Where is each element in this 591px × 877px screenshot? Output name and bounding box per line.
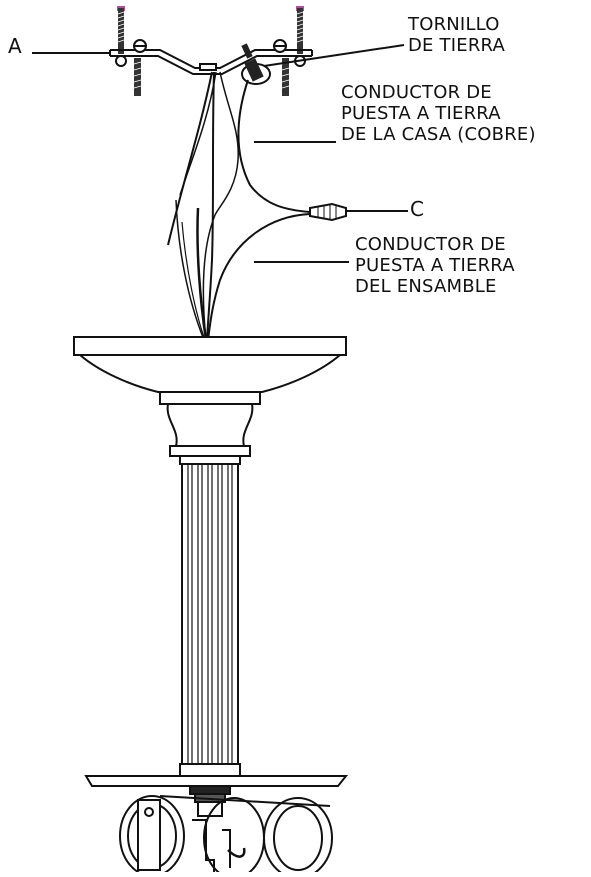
house-ground-label-line: DE LA CASA (COBRE) (341, 124, 536, 145)
ground-screw-label: TORNILLO DE TIERRA (408, 14, 505, 56)
house-ground-label-line: CONDUCTOR DE (341, 82, 492, 103)
callout-c: C (410, 197, 425, 221)
fixture-ground-label-line: CONDUCTOR DE (355, 234, 506, 255)
mounting-screw-right (296, 6, 304, 54)
leader-lines (32, 44, 408, 263)
fixture-ground-label: CONDUCTOR DE PUESTA A TIERRA DEL ENSAMBL… (355, 234, 515, 297)
ground-screw-label-line: TORNILLO (408, 14, 500, 35)
screw-shanks (133, 58, 290, 96)
lower-arms (119, 795, 333, 877)
wires (167, 71, 347, 341)
fixture-ground-label-line: PUESTA A TIERRA (355, 255, 515, 276)
callout-a: A (8, 34, 22, 58)
fluted-column (179, 463, 241, 777)
base-plate (84, 775, 349, 817)
ground-screw (241, 43, 271, 85)
ground-screw-label-line: DE TIERRA (408, 35, 506, 56)
mounting-crossbar (109, 39, 313, 75)
house-ground-label-line: PUESTA A TIERRA (341, 103, 501, 124)
fixture-ground-label-line: DEL ENSAMBLE (355, 276, 497, 297)
mounting-screw-left (117, 6, 125, 54)
house-ground-label: CONDUCTOR DE PUESTA A TIERRA DE LA CASA … (341, 82, 536, 145)
canopy (73, 336, 347, 393)
column-capital (159, 391, 261, 465)
